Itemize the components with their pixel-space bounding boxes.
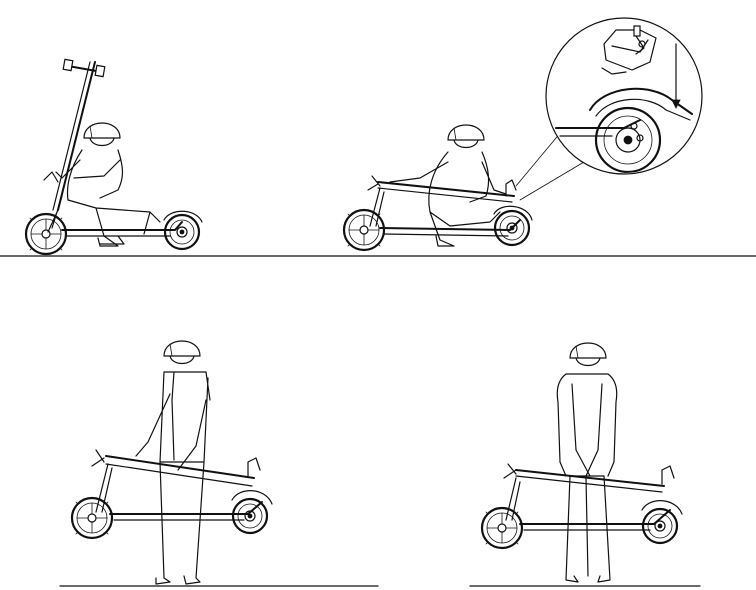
- rear-wheel: [233, 499, 267, 533]
- scooter-deck: [62, 222, 182, 230]
- detail-circle: [546, 18, 702, 174]
- rider-head: [84, 123, 120, 146]
- folded-deck: [380, 220, 520, 230]
- front-wheel: [344, 210, 384, 250]
- callout-leader-bottom: [520, 162, 584, 200]
- folded-deck: [520, 510, 670, 524]
- front-wheel: [26, 214, 66, 254]
- detail-rear-latch: [546, 18, 702, 174]
- panel-2-folding-latch: [344, 125, 584, 250]
- panel-1-seated-unfolded-scooter: [26, 59, 202, 254]
- rear-wheel: [643, 509, 677, 543]
- person-head: [164, 341, 200, 364]
- panel-3-standing-carry-side: [72, 341, 272, 584]
- rider-body: [56, 150, 160, 246]
- rider-head: [448, 125, 484, 148]
- person-head: [570, 343, 606, 366]
- front-wheel: [72, 498, 112, 538]
- scooter-stem: [58, 62, 95, 210]
- rear-wheel: [495, 211, 529, 245]
- rear-wheel: [165, 215, 199, 249]
- panel-4-standing-carry-front: [482, 343, 682, 582]
- front-wheel: [482, 508, 522, 548]
